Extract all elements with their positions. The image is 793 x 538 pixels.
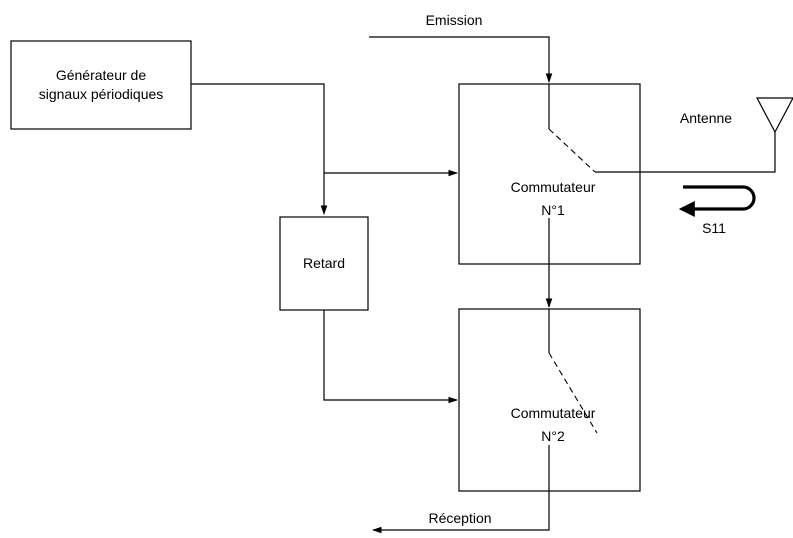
- switch-2-label-line1: Commutateur: [511, 405, 596, 421]
- generator-label-line1: Générateur de: [56, 67, 146, 83]
- switch-1-label-line1: Commutateur: [511, 179, 596, 195]
- reception-label: Réception: [428, 510, 491, 526]
- delay-to-switch-2-wire: [323, 310, 458, 404]
- antenna-icon: [756, 97, 793, 134]
- reception-output-wire: [372, 491, 550, 534]
- s11-reflection-arrow: [678, 185, 756, 217]
- generator-block: [10, 40, 192, 130]
- antenna-feed-wire: [640, 132, 776, 173]
- emission-label: Emission: [426, 12, 483, 28]
- antenna-label: Antenne: [680, 110, 732, 126]
- delay-label: Retard: [303, 255, 345, 271]
- switch-1-label-line2: N°1: [541, 202, 565, 218]
- generator-label-line2: signaux périodiques: [39, 86, 164, 102]
- generator-to-delay-wire: [191, 83, 328, 215]
- switch-2-lever: [548, 352, 598, 434]
- switch-2-label-line2: N°2: [541, 428, 565, 444]
- emission-input-wire: [369, 36, 553, 83]
- delay-block: [279, 216, 369, 311]
- switch-1-lever: [548, 128, 596, 173]
- s11-label: S11: [702, 220, 726, 236]
